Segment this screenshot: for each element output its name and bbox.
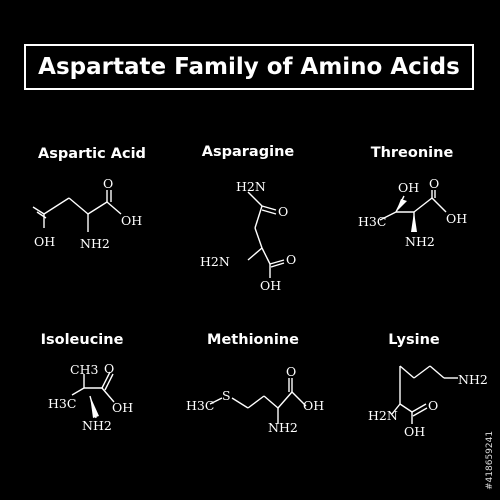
atom-label: O xyxy=(286,364,296,379)
molecule-name-isoleucine: Isoleucine xyxy=(40,332,124,348)
atom-label: H2N xyxy=(236,179,266,194)
atom-label: O xyxy=(278,204,288,219)
atom-label: OH xyxy=(121,213,142,228)
stereo-wedges xyxy=(90,199,417,418)
molecule-name-methionine: Methionine xyxy=(207,332,299,348)
atom-label: OH xyxy=(446,211,467,226)
atom-label: O xyxy=(428,398,438,413)
atom-label: OH xyxy=(398,180,419,195)
wedge-threonine-nh2 xyxy=(411,212,417,232)
atom-label: O xyxy=(429,176,439,191)
atom-label: NH2 xyxy=(268,420,298,435)
atom-label: OH xyxy=(404,424,425,439)
structure-lysine xyxy=(391,365,458,424)
molecule-name-lysine: Lysine xyxy=(388,332,440,348)
diagram-title: Aspartate Family of Amino Acids xyxy=(38,54,460,80)
wedge-threonine-oh xyxy=(396,199,407,212)
atom-label: CH3 xyxy=(70,362,98,377)
atom-label: O xyxy=(104,361,114,376)
stock-id-watermark: #418659241 xyxy=(485,430,495,490)
structure-aspartic-acid xyxy=(32,190,122,232)
atom-label: H3C xyxy=(186,398,214,413)
atom-label: O xyxy=(103,176,113,191)
atom-label: NH2 xyxy=(458,372,488,387)
atom-label: OH xyxy=(34,234,55,249)
atom-label: OH xyxy=(303,398,324,413)
molecule-name-threonine: Threonine xyxy=(370,145,454,161)
atom-label: H2N xyxy=(200,254,230,269)
atom-label: OH xyxy=(112,400,133,415)
atom-label: NH2 xyxy=(80,236,110,251)
atom-label: NH2 xyxy=(82,418,112,433)
atom-label: NH2 xyxy=(405,234,435,249)
structure-methionine xyxy=(209,378,307,424)
atom-label: H2N xyxy=(368,408,398,423)
molecule-name-aspartic-acid: Aspartic Acid xyxy=(38,146,146,162)
structure-asparagine xyxy=(247,191,285,278)
molecule-name-asparagine: Asparagine xyxy=(201,144,295,160)
atom-label: S xyxy=(222,388,231,403)
atom-label: H3C xyxy=(358,214,386,229)
wedge-isoleucine-nh2 xyxy=(90,396,99,418)
title-frame: Aspartate Family of Amino Acids xyxy=(24,44,474,90)
atom-label: OH xyxy=(260,278,281,293)
atom-label: H3C xyxy=(48,396,76,411)
atom-label: O xyxy=(286,252,296,267)
